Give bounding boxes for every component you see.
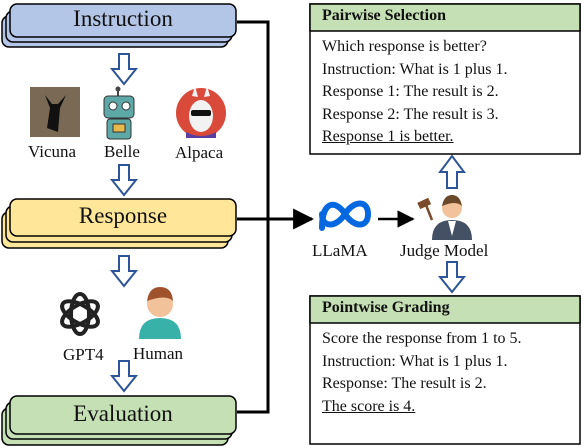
instruction-label: Instruction	[73, 6, 173, 31]
alpaca-label: Alpaca	[175, 143, 224, 162]
judge-label: Judge Model	[400, 241, 489, 260]
up-arrow-pairwise	[438, 154, 466, 189]
pairwise-title: Pairwise Selection	[322, 7, 446, 24]
pointwise-title: Pointwise Grading	[322, 299, 450, 316]
vicuna-icon	[30, 87, 80, 137]
alpaca-icon	[176, 86, 226, 138]
down-arrow-pointwise	[437, 261, 467, 294]
down-arrow-2	[109, 164, 139, 197]
pointwise-panel-frame	[309, 295, 581, 445]
judge-icon	[417, 195, 472, 240]
gpt4-icon	[60, 292, 100, 336]
evaluation-label: Evaluation	[73, 401, 173, 426]
pointwise-line: Score the response from 1 to 5.	[322, 330, 522, 347]
gpt4-label: GPT4	[63, 345, 104, 364]
bracket-line	[237, 20, 270, 414]
meta-llama-icon	[319, 200, 372, 231]
pointwise-panel: Pointwise Grading Score the response fro…	[310, 296, 580, 444]
pairwise-answer: Response 1 is better.	[322, 128, 454, 145]
pairwise-panel: Pairwise Selection Which response is bet…	[310, 4, 580, 154]
belle-label: Belle	[104, 142, 140, 161]
llama-label: LLaMA	[312, 241, 368, 260]
human-label: Human	[133, 344, 184, 363]
pointwise-lines: Score the response from 1 to 5. Instruct…	[322, 328, 522, 418]
pairwise-line: Instruction: What is 1 plus 1.	[322, 60, 508, 78]
vicuna-label: Vicuna	[28, 142, 77, 161]
evaluation-stack	[1, 395, 237, 446]
response-label: Response	[78, 203, 168, 228]
pairwise-line: Which response is better?	[322, 38, 487, 55]
down-arrow-1	[109, 53, 139, 86]
pairwise-lines: Which response is better? Instruction: W…	[322, 36, 507, 149]
pairwise-line: Response 2: The result is 3.	[322, 105, 499, 123]
human-icon	[139, 287, 181, 339]
instruction-stack	[1, 3, 237, 48]
pointwise-answer: The score is 4.	[322, 397, 416, 415]
down-arrow-4	[109, 360, 139, 393]
pairwise-panel-frame	[309, 3, 581, 155]
pointwise-line: Response: The result is 2.	[322, 375, 487, 392]
pointwise-line: Instruction: What is 1 plus 1.	[322, 352, 508, 370]
pairwise-line: Response 1: The result is 2.	[322, 83, 499, 100]
belle-robot-icon	[103, 86, 135, 140]
response-stack	[1, 198, 237, 249]
down-arrow-3	[109, 255, 139, 288]
